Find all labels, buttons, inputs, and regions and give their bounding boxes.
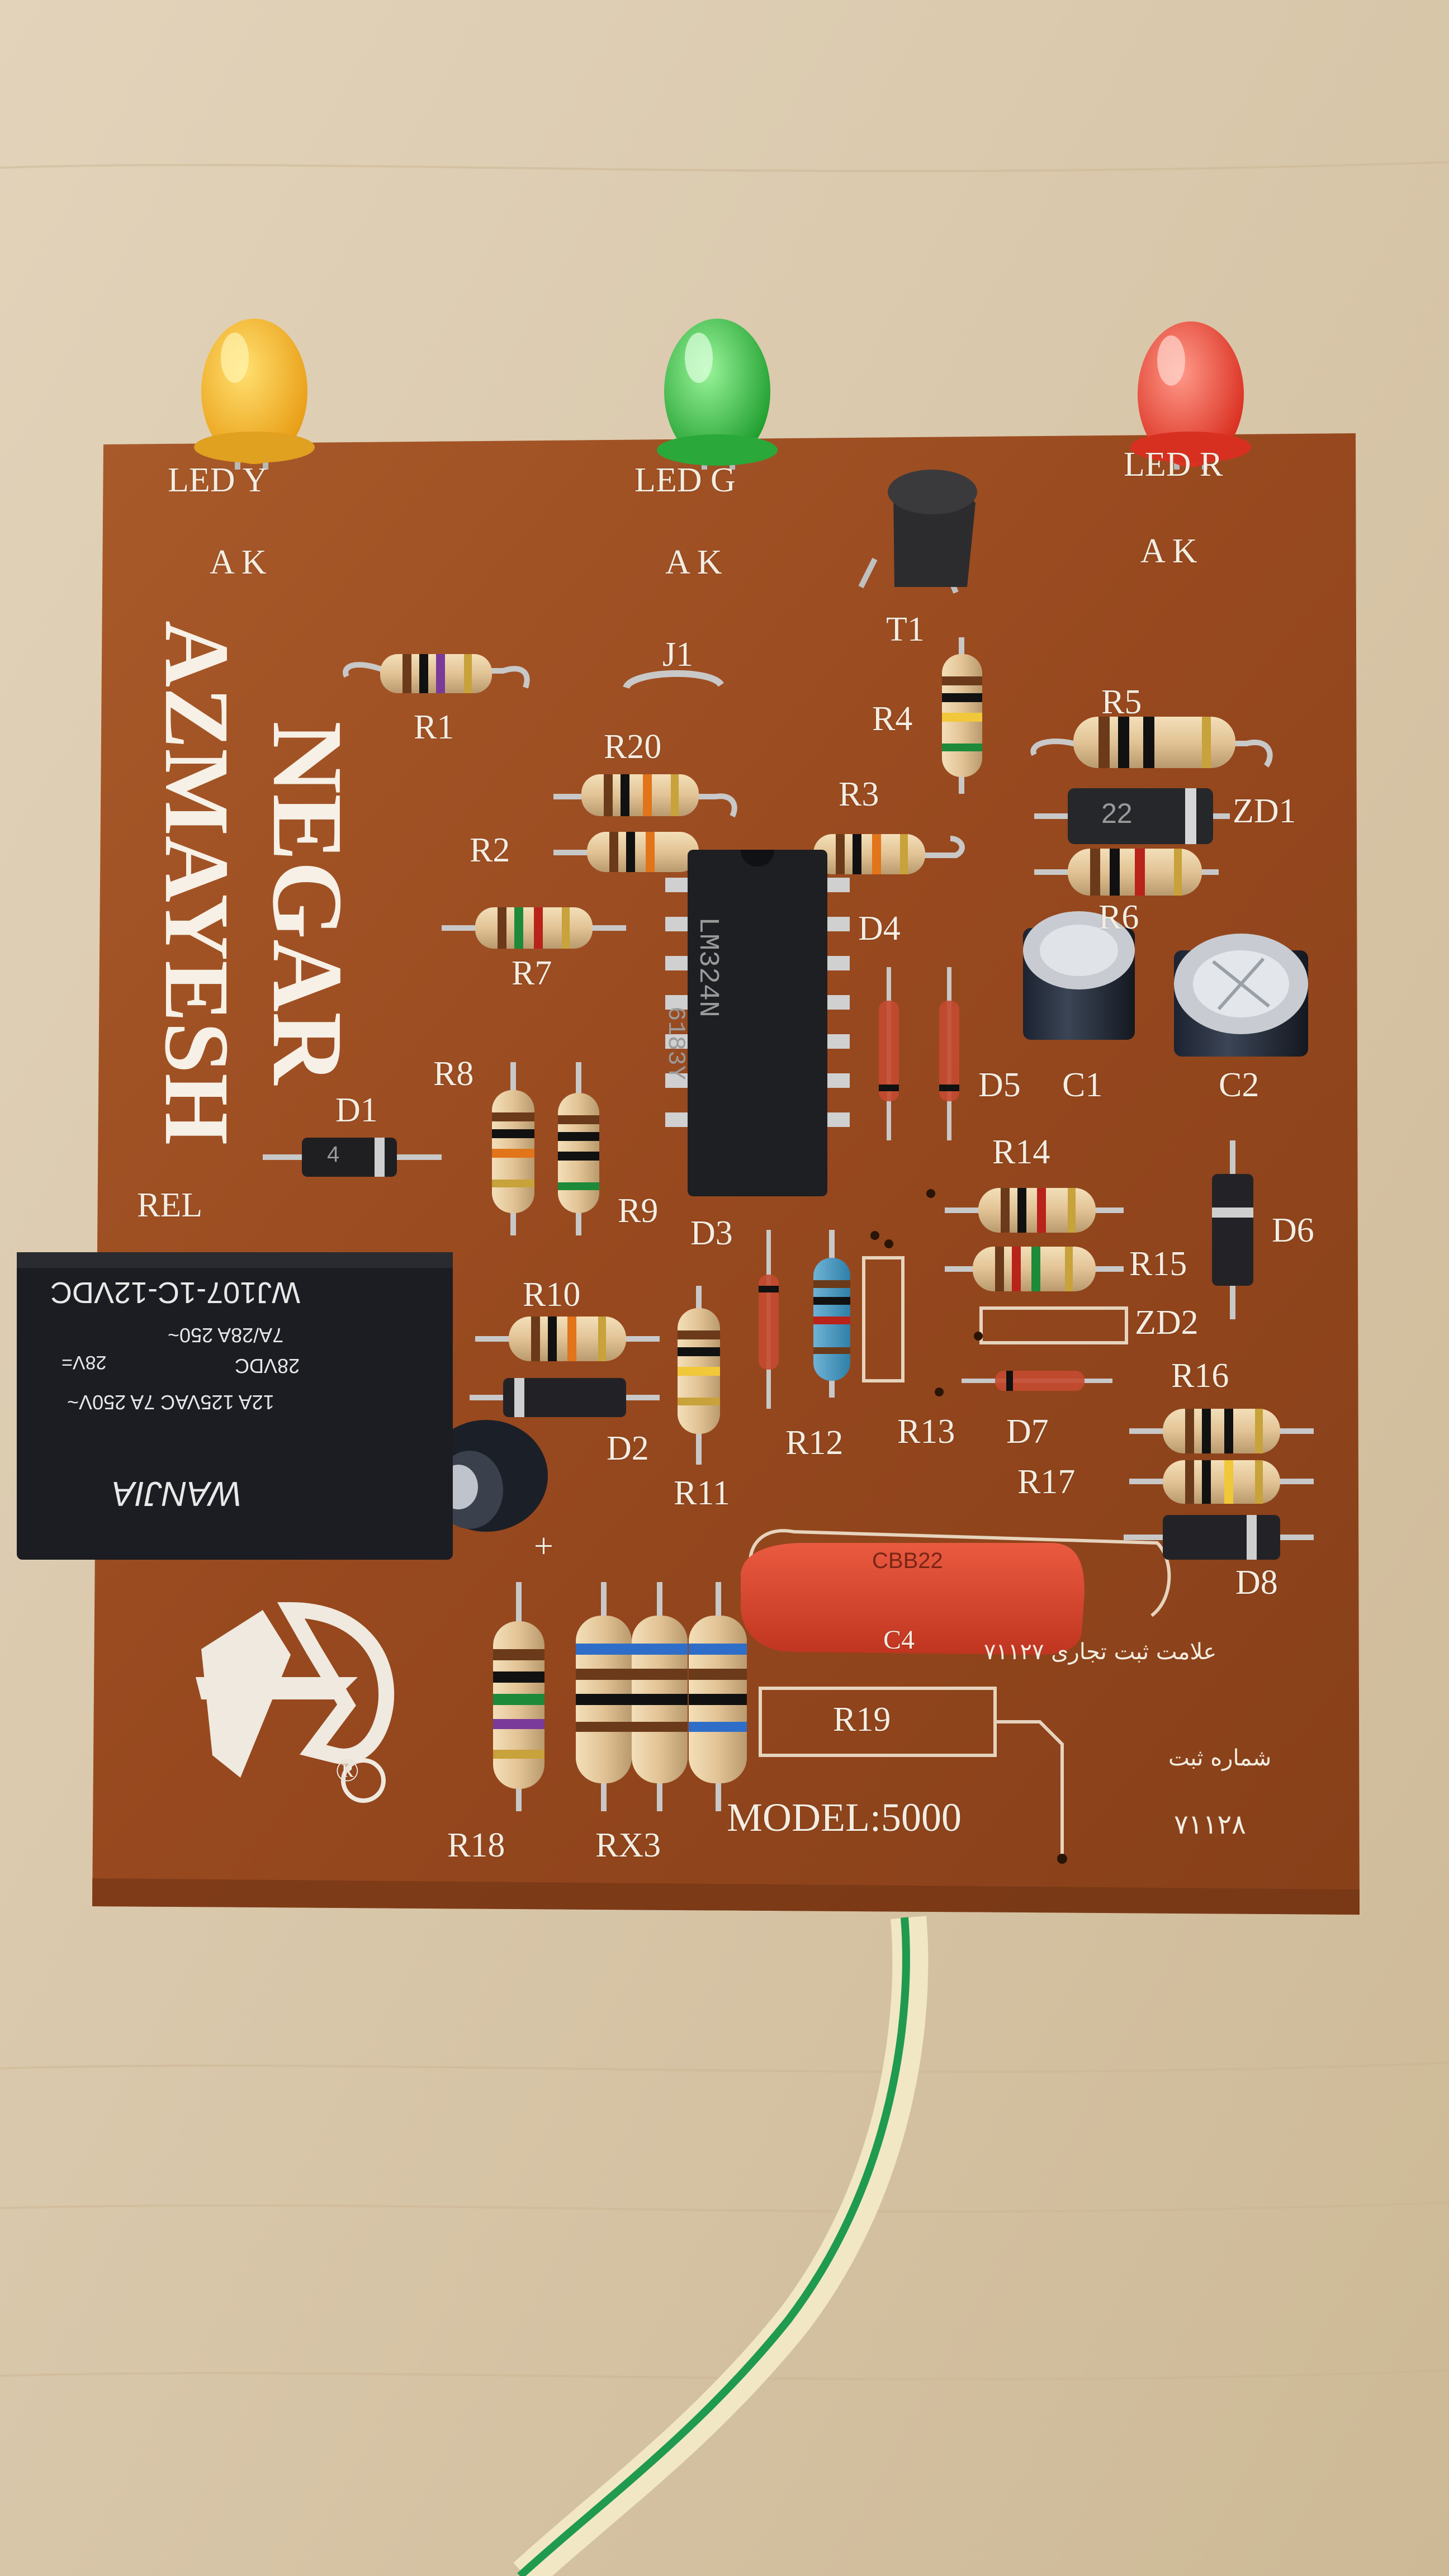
label-rel: REL (137, 1186, 203, 1224)
label-r2: R2 (470, 831, 510, 869)
relay-spec1: 7A/28A 250~ (168, 1324, 284, 1347)
silkscreen-outlines (748, 1256, 1171, 1862)
label-zd1: ZD1 (1233, 792, 1296, 830)
film-cap-code: CBB22 (872, 1549, 943, 1573)
led-y-pins: A K (210, 543, 267, 581)
relay-model-text: WJ107-1C-12VDC (50, 1276, 301, 1309)
ic-lm324n (665, 850, 850, 1196)
label-r19: R19 (833, 1701, 891, 1739)
label-j1: J1 (662, 636, 694, 674)
label-d1: D1 (335, 1091, 378, 1129)
label-r3: R3 (839, 775, 879, 813)
brand-negar: NEGAR (252, 721, 363, 1085)
persian-reg-label: شماره ثبت (1168, 1745, 1272, 1771)
zener-code: 22 (1101, 798, 1133, 829)
label-d5: D5 (978, 1066, 1021, 1104)
label-d4: D4 (858, 910, 901, 948)
label-r11: R11 (674, 1474, 731, 1512)
led-red (1130, 321, 1251, 470)
mounting-holes (870, 1189, 1067, 1864)
label-r9: R9 (618, 1192, 659, 1230)
label-r16: R16 (1171, 1357, 1229, 1395)
label-d8: D8 (1235, 1564, 1278, 1602)
label-r13: R13 (897, 1413, 955, 1451)
wood-grain (0, 161, 1449, 2381)
label-r15: R15 (1129, 1245, 1187, 1283)
label-d6: D6 (1272, 1211, 1314, 1249)
led-r-label: LED R (1124, 446, 1223, 484)
persian-trademark: علامت ثبت تجاری ۷۱۱۲۷ (984, 1639, 1217, 1665)
relay-body (17, 1252, 453, 1560)
led-g-label: LED G (634, 461, 736, 499)
relay-brand: WANJIA (112, 1474, 243, 1513)
persian-reg-number: ۷۱۱۲۸ (1174, 1809, 1246, 1840)
diodes (263, 788, 1314, 1560)
led-yellow (194, 319, 315, 470)
led-y-label: LED Y (168, 461, 268, 499)
brand-azmayesh: AZMAYESH (146, 621, 248, 1145)
label-d7: D7 (1006, 1413, 1049, 1451)
resistors-vertical (492, 637, 982, 1811)
label-c2: C2 (1219, 1066, 1259, 1104)
capacitors (425, 911, 1308, 1532)
wire-cable (513, 1916, 929, 2576)
registered-mark: ® (335, 1754, 359, 1788)
transistor-t1 (858, 470, 977, 594)
film-capacitor-c4 (741, 1543, 1085, 1655)
label-r6: R6 (1098, 898, 1139, 936)
relay-spec3: 12A 125VAC 7A 250V~ (67, 1391, 274, 1414)
led-g-pins: A K (665, 543, 722, 581)
resistors-horizontal (343, 654, 1314, 1504)
label-r10: R10 (523, 1276, 581, 1314)
ic-date-code: 6183Y (661, 1006, 689, 1081)
label-d3: D3 (690, 1214, 733, 1252)
relay-spec2: 28VDC (235, 1355, 300, 1377)
label-c1: C1 (1062, 1066, 1103, 1104)
label-model: MODEL:5000 (727, 1795, 962, 1840)
diode-code: 4 (327, 1142, 340, 1167)
led-r-pins: A K (1140, 532, 1197, 570)
label-r20: R20 (604, 728, 662, 766)
label-zd2: ZD2 (1135, 1304, 1199, 1342)
label-r17: R17 (1017, 1463, 1076, 1501)
label-r14: R14 (992, 1133, 1050, 1171)
label-r12: R12 (785, 1424, 844, 1462)
logo-mark (196, 1602, 395, 1803)
label-plus: + (534, 1527, 553, 1565)
label-t1: T1 (886, 610, 925, 648)
label-c4: C4 (883, 1625, 915, 1655)
label-r8: R8 (433, 1055, 474, 1093)
label-r5: R5 (1101, 683, 1142, 721)
label-rx3: RX3 (595, 1826, 661, 1864)
jumper-j1 (623, 670, 724, 690)
led-green (657, 319, 778, 470)
label-r4: R4 (872, 700, 913, 738)
label-r18: R18 (447, 1826, 505, 1864)
label-d2: D2 (607, 1429, 649, 1467)
relay-spec4: 28V= (61, 1352, 107, 1373)
label-r1: R1 (414, 708, 454, 746)
label-r7: R7 (512, 954, 552, 992)
ic-part-number: LM324N (692, 917, 723, 1018)
